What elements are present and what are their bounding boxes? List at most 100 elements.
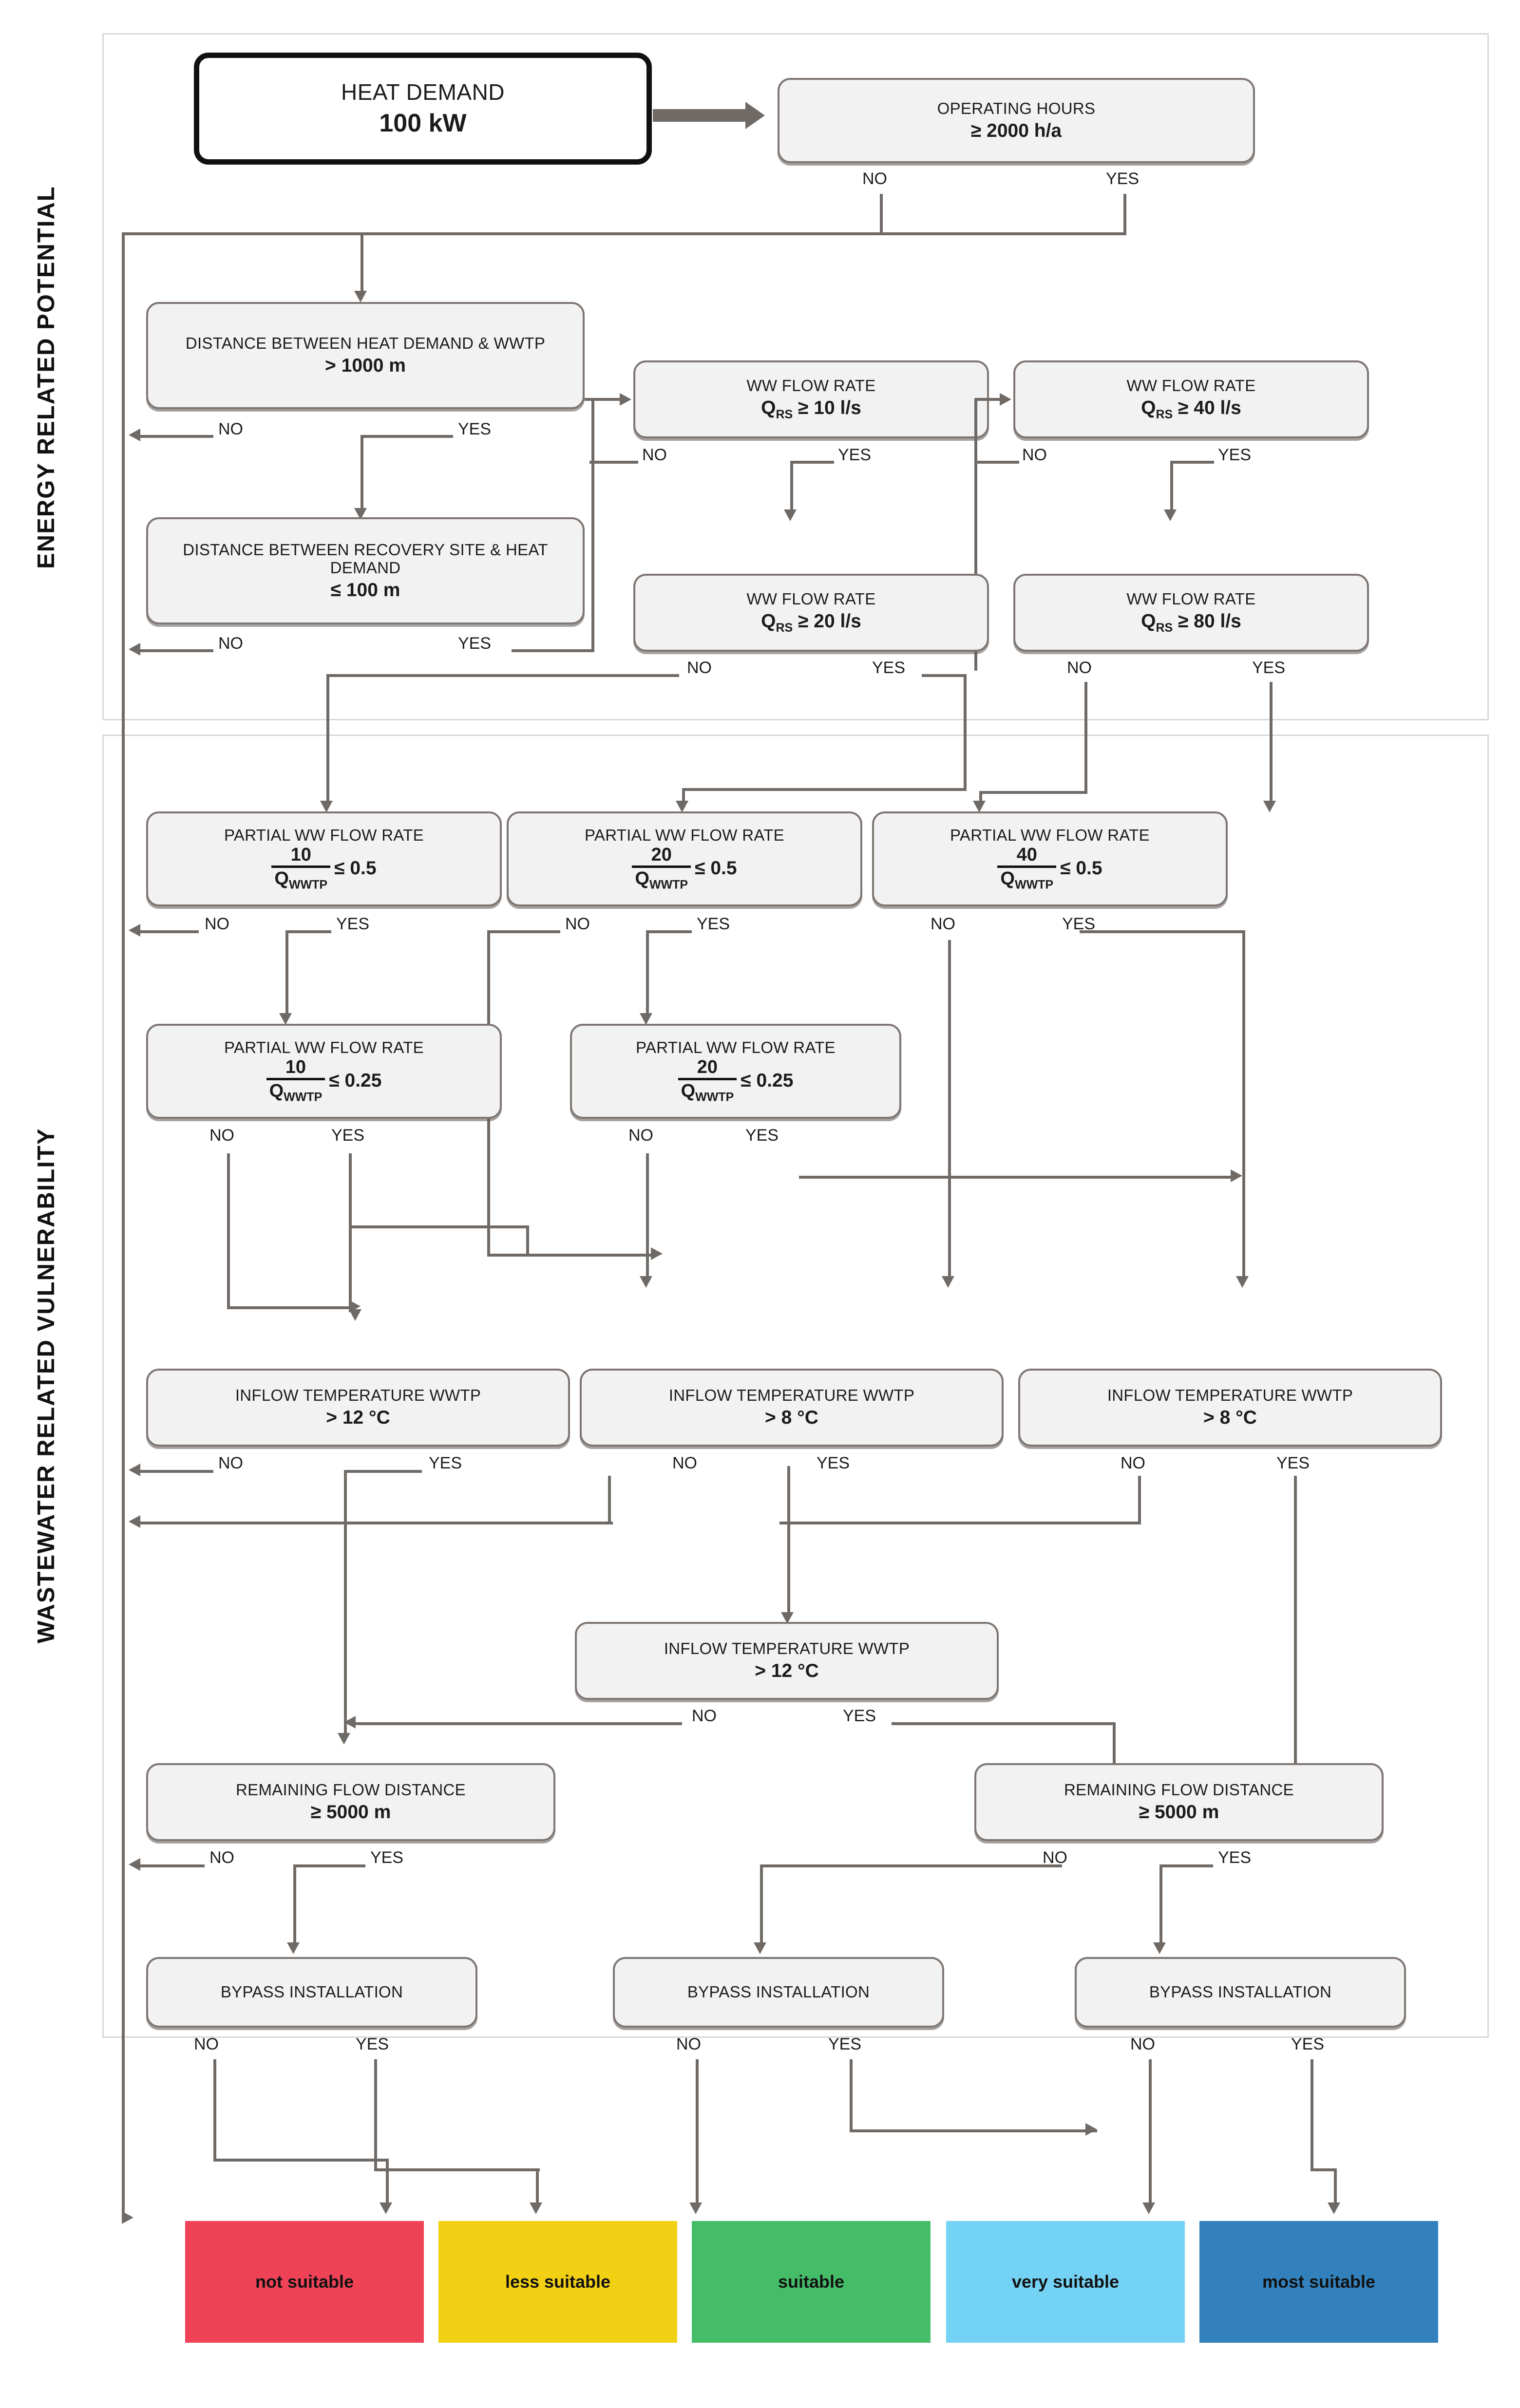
node-distance-wwtp-title: DISTANCE BETWEEN HEAT DEMAND & WWTP: [185, 334, 546, 353]
node-inflow-temp-8-right[interactable]: INFLOW TEMPERATURE WWTP > 8 °C: [1018, 1369, 1442, 1447]
node-distance-recovery[interactable]: DISTANCE BETWEEN RECOVERY SITE & HEAT DE…: [146, 517, 585, 624]
edge-label-bpl-no: NO: [194, 2035, 219, 2053]
node-partial-40-05-formula: 40 QWWTP ≤ 0.5: [997, 846, 1102, 891]
conn-flow20-no-v: [326, 674, 329, 801]
node-partial-20-025[interactable]: PARTIAL WW FLOW RATE 20 QWWTP ≤ 0.25: [570, 1024, 901, 1119]
result-suitable[interactable]: suitable: [692, 2221, 931, 2343]
node-distance-recovery-title: DISTANCE BETWEEN RECOVERY SITE & HEAT DE…: [183, 540, 548, 577]
conn-flow10-yes-v: [790, 461, 793, 509]
node-operating-hours-value: ≥ 2000 h/a: [970, 120, 1062, 141]
node-partial-40-05[interactable]: PARTIAL WW FLOW RATE 40 QWWTP ≤ 0.5: [872, 811, 1228, 906]
node-partial-10-05-formula: 10 QWWTP ≤ 0.5: [271, 846, 377, 892]
edge-label-p4005-no: NO: [931, 915, 955, 933]
conn-rdr-yes-arrow: [1153, 1942, 1166, 1954]
edge-label-p1005-yes: YES: [336, 915, 370, 933]
conn-t12m-yes-v: [1113, 1722, 1116, 1800]
fraction-bar: [266, 1078, 325, 1081]
fraction-bar: [271, 865, 331, 868]
edge-label-t12l-yes: YES: [429, 1454, 462, 1472]
conn-bpl-yes-v2: [536, 2168, 539, 2202]
node-ww-flow-20[interactable]: WW FLOW RATE QRS ≥ 20 l/s: [633, 574, 989, 652]
conn-operating-no-arrow: [122, 2211, 133, 2224]
denominator: QWWTP: [266, 1082, 325, 1104]
node-remaining-distance-left[interactable]: REMAINING FLOW DISTANCE ≥ 5000 m: [146, 1763, 555, 1841]
result-label: most suitable: [1262, 2272, 1376, 2292]
result-label: less suitable: [505, 2272, 611, 2292]
conn-rdr-no-v: [760, 1864, 763, 1942]
denominator-symbol: Q: [635, 868, 649, 889]
conn-flow20-yes-arrow: [676, 801, 688, 812]
node-partial-20-05[interactable]: PARTIAL WW FLOW RATE 20 QWWTP ≤ 0.5: [507, 811, 862, 906]
node-distance-wwtp-value: > 1000 m: [325, 355, 406, 376]
conn-bpm-no-arrow: [689, 2202, 702, 2214]
node-remaining-distance-right[interactable]: REMAINING FLOW DISTANCE ≥ 5000 m: [974, 1763, 1384, 1841]
node-bypass-mid[interactable]: BYPASS INSTALLATION: [613, 1957, 944, 2028]
edge-label-p10025-yes: YES: [331, 1126, 365, 1145]
node-heat-demand-value: 100 kW: [379, 109, 467, 138]
conn-flow10-yes-h: [790, 461, 834, 464]
node-inflow-temp-8-mid[interactable]: INFLOW TEMPERATURE WWTP > 8 °C: [580, 1369, 1004, 1447]
edge-label-p2005-yes: YES: [697, 915, 730, 933]
conn-into-flow40-h: [974, 398, 1002, 401]
conn-flow40-yes-v: [1170, 461, 1173, 509]
result-most-suitable[interactable]: most suitable: [1199, 2221, 1438, 2343]
node-ww-flow-80[interactable]: WW FLOW RATE QRS ≥ 80 l/s: [1013, 574, 1369, 652]
numerator: 20: [651, 845, 672, 865]
node-ww-flow-40[interactable]: WW FLOW RATE QRS ≥ 40 l/s: [1013, 360, 1369, 438]
denominator-subscript: WWTP: [695, 1090, 734, 1104]
node-partial-10-025[interactable]: PARTIAL WW FLOW RATE 10 QWWTP ≤ 0.25: [146, 1024, 502, 1119]
edge-label-p2005-no: NO: [565, 915, 590, 933]
node-ww-flow-20-title: WW FLOW RATE: [746, 590, 876, 608]
node-inflow-temp-12-left[interactable]: INFLOW TEMPERATURE WWTP > 12 °C: [146, 1369, 570, 1447]
conn-flow80-no-h: [979, 791, 1087, 794]
edge-label-p1005-no: NO: [205, 915, 229, 933]
result-less-suitable[interactable]: less suitable: [438, 2221, 677, 2343]
denominator-symbol: Q: [269, 1081, 284, 1102]
conn-p4005-yes-arrow: [1236, 1276, 1249, 1288]
fraction-bar: [997, 865, 1057, 868]
node-operating-hours[interactable]: OPERATING HOURS ≥ 2000 h/a: [778, 78, 1255, 163]
conn-t12l-no-arrow: [129, 1464, 140, 1476]
conn-distrec-no-arrow: [129, 643, 140, 656]
edge-label-flow40-no: NO: [1022, 446, 1047, 464]
section-label-energy: ENERGY RELATED POTENTIAL: [33, 186, 59, 569]
node-inflow-temp-8-mid-value: > 8 °C: [765, 1407, 818, 1429]
node-partial-20-05-title: PARTIAL WW FLOW RATE: [585, 826, 784, 845]
conn-p10025-yes-h: [349, 1225, 529, 1228]
conn-operating-no-v2: [122, 232, 125, 2220]
node-partial-10-05[interactable]: PARTIAL WW FLOW RATE 10 QWWTP ≤ 0.5: [146, 811, 502, 906]
q-subscript: RS: [1156, 408, 1173, 422]
node-ww-flow-10[interactable]: WW FLOW RATE QRS ≥ 10 l/s: [633, 360, 989, 438]
conn-p2005-no-h2: [487, 1254, 653, 1257]
node-ww-flow-20-value: QRS ≥ 20 l/s: [761, 611, 861, 635]
conn-into-flow40-v: [974, 398, 977, 671]
section-frame-wastewater: [102, 734, 1489, 2038]
conn-operating-yes-h1: [361, 232, 1126, 235]
q-compare: ≥ 20 l/s: [798, 611, 861, 632]
q-compare: ≥ 10 l/s: [798, 397, 861, 419]
q-compare: ≥ 40 l/s: [1178, 397, 1241, 419]
node-inflow-temp-8-right-title: INFLOW TEMPERATURE WWTP: [1107, 1386, 1353, 1405]
denominator-subscript: WWTP: [1014, 878, 1054, 892]
conn-into-flow10-h: [585, 398, 622, 401]
denominator-subscript: WWTP: [288, 878, 328, 892]
node-bypass-right[interactable]: BYPASS INSTALLATION: [1075, 1957, 1406, 2028]
conn-p4005-yes-h: [1080, 930, 1245, 933]
node-distance-wwtp[interactable]: DISTANCE BETWEEN HEAT DEMAND & WWTP > 10…: [146, 302, 585, 409]
conn-bpm-yes-arrow: [1085, 2123, 1097, 2136]
node-bypass-left[interactable]: BYPASS INSTALLATION: [146, 1957, 477, 2028]
node-inflow-temp-12-mid[interactable]: INFLOW TEMPERATURE WWTP > 12 °C: [575, 1622, 999, 1700]
edge-label-bpr-no: NO: [1130, 2035, 1155, 2053]
node-heat-demand-title: HEAT DEMAND: [341, 79, 505, 105]
conn-operating-yes-v2: [361, 232, 363, 291]
q-compare: ≥ 80 l/s: [1178, 611, 1241, 632]
q-symbol: Q: [1141, 397, 1156, 419]
conn-p2005-no-arrow: [651, 1247, 663, 1260]
node-heat-demand[interactable]: HEAT DEMAND 100 kW: [194, 53, 652, 165]
numerator: 10: [285, 1057, 306, 1078]
result-not-suitable[interactable]: not suitable: [185, 2221, 424, 2343]
conn-p1005-no-h: [140, 930, 199, 933]
edge-label-rdl-yes: YES: [370, 1848, 404, 1867]
edge-label-flow10-yes: YES: [838, 446, 872, 464]
result-very-suitable[interactable]: very suitable: [946, 2221, 1185, 2343]
